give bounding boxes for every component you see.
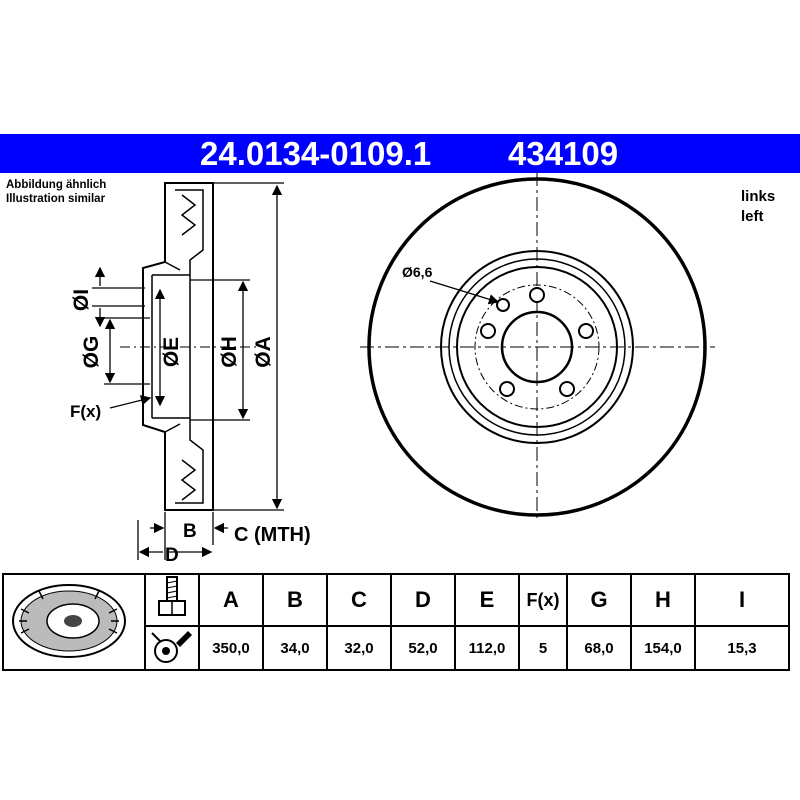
label-d: D [165, 545, 179, 566]
hole-leader [429, 280, 500, 305]
col-header-i: I [694, 573, 790, 627]
col-header-d: D [390, 573, 456, 627]
pilot-hole [496, 298, 510, 312]
side-line-2: left [741, 208, 764, 225]
title-banner: 24.0134-0109.1 434109 [0, 134, 800, 173]
bolt-hole [529, 287, 545, 303]
bolt-hole [480, 323, 496, 339]
brake-disc-icon [12, 584, 126, 658]
label-dia-i: ØI [70, 289, 93, 311]
col-header-h: H [630, 573, 696, 627]
value-a: 350,0 [198, 625, 264, 671]
wheel-hub-icon [151, 631, 192, 663]
col-header-a: A [198, 573, 264, 627]
part-number: 24.0134-0109.1 [200, 135, 432, 172]
value-b: 34,0 [262, 625, 328, 671]
hub-icon-cell [144, 625, 200, 671]
note-line-1: Abbildung ähnlich [6, 179, 107, 191]
col-header-f: F(x) [518, 573, 568, 627]
value-d: 52,0 [390, 625, 456, 671]
label-dia-e: ØE [160, 337, 183, 367]
bolt-holes [480, 287, 594, 397]
col-header-b: B [262, 573, 328, 627]
col-header-c: C [326, 573, 392, 627]
label-b: B [183, 521, 197, 542]
dimension-labels: ØI ØG ØE ØH ØA F(x) B C (MTH) D [70, 289, 311, 566]
bolt-hole [499, 381, 515, 397]
label-dia-h: ØH [218, 336, 241, 368]
col-header-e: E [454, 573, 520, 627]
reference-number: 434109 [508, 135, 619, 172]
front-view [360, 172, 715, 522]
value-f: 5 [518, 625, 568, 671]
technical-drawing: ØI ØG ØE ØH ØA F(x) B C (MTH) D Ø6,6 [70, 172, 715, 566]
label-f: F(x) [70, 402, 101, 421]
note-line-2: Illustration similar [6, 193, 106, 205]
illustration-note: Abbildung ähnlich Illustration similar [6, 178, 106, 206]
spec-value-row: 350,0 34,0 32,0 52,0 112,0 5 68,0 154,0 … [3, 625, 790, 671]
bolt-icon-cell [144, 573, 200, 627]
label-c: C (MTH) [234, 524, 311, 546]
value-h: 154,0 [630, 625, 696, 671]
label-dia-a: ØA [252, 336, 275, 368]
side-line-1: links [741, 188, 776, 205]
bolt-hole [578, 323, 594, 339]
bolt-hole [559, 381, 575, 397]
dimension-lines [92, 182, 284, 560]
value-i: 15,3 [694, 625, 790, 671]
spec-header-row: A B C D E F(x) G H I [2, 573, 790, 671]
value-g: 68,0 [566, 625, 632, 671]
cross-section-view [120, 182, 260, 511]
col-header-g: G [566, 573, 632, 627]
product-image-cell [2, 573, 146, 671]
bolt-icon [158, 576, 186, 616]
value-e: 112,0 [454, 625, 520, 671]
side-indicator: links left [741, 187, 775, 227]
value-c: 32,0 [326, 625, 392, 671]
label-hole-dia: Ø6,6 [402, 264, 433, 280]
label-dia-g: ØG [80, 336, 103, 369]
spec-table: A B C D E F(x) G H I 350,0 34,0 32,0 52,… [2, 573, 790, 671]
